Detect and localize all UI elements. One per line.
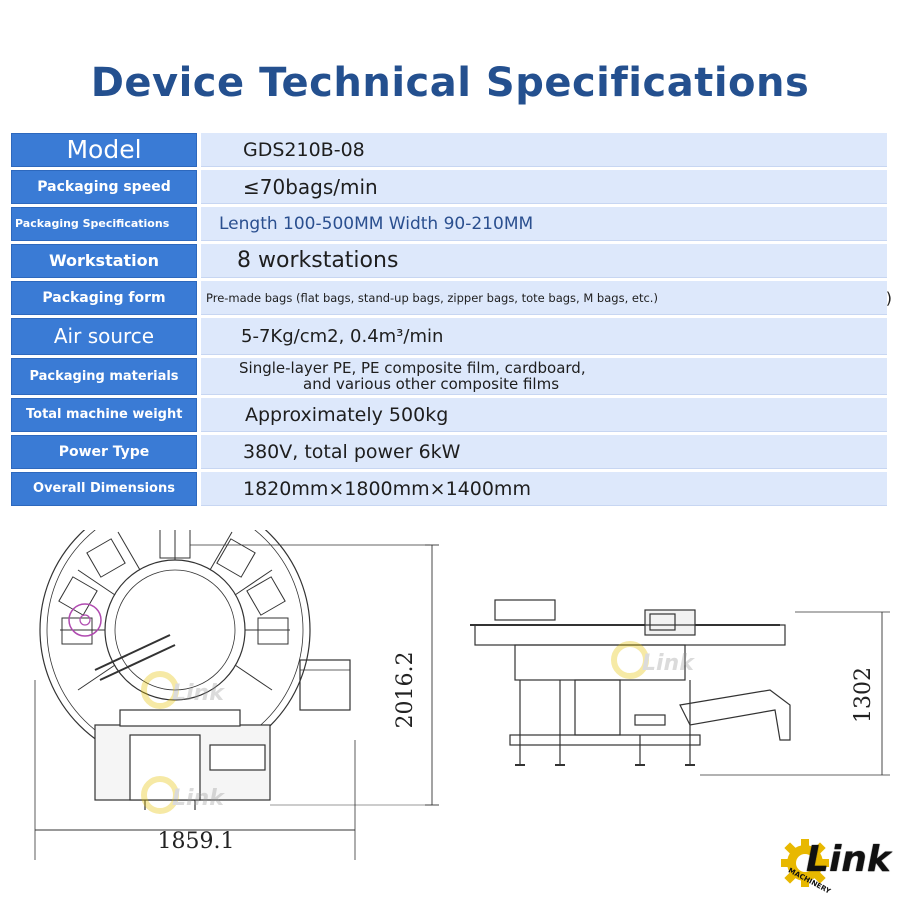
front-height-dimension: 2016.2 xyxy=(393,652,418,729)
spec-value-line: Single-layer PE, PE composite film, card… xyxy=(239,358,586,377)
spec-row-workstation: Workstation 8 workstations xyxy=(11,244,887,278)
spec-value: Length 100-500MM Width 90-210MM xyxy=(201,207,887,241)
spec-label: Packaging materials xyxy=(11,358,197,395)
spec-value: GDS210B-08 xyxy=(201,133,887,167)
spec-row-form: Packaging form Pre-made bags (flat bags,… xyxy=(11,281,892,315)
logo-text: Link xyxy=(806,839,891,880)
spec-value: 5-7Kg/cm2, 0.4m³/min xyxy=(201,318,887,355)
spec-row-speed: Packaging speed ≤70bags/min xyxy=(11,170,887,204)
spec-row-air: Air source 5-7Kg/cm2, 0.4m³/min xyxy=(11,318,887,355)
spec-value: ≤70bags/min xyxy=(201,170,887,204)
watermark: Link Link Link xyxy=(141,641,695,814)
spec-row-materials: Packaging materials Single-layer PE, PE … xyxy=(11,358,887,395)
spec-value-line: and various other composite films xyxy=(303,375,560,393)
spec-label: Total machine weight xyxy=(11,398,197,432)
technical-drawing: 2016.2 1859.1 1302 Link Link Link xyxy=(34,530,890,860)
spec-label: Overall Dimensions xyxy=(11,472,197,506)
spec-value: Pre-made bags (flat bags, stand-up bags,… xyxy=(201,281,892,315)
brand-logo: Link MACHINERY xyxy=(778,835,898,895)
spec-label: Packaging Specifications xyxy=(11,207,197,241)
spec-label: Power Type xyxy=(11,435,197,469)
spec-row-power: Power Type 380V, total power 6kW xyxy=(11,435,887,469)
spec-label: Air source xyxy=(11,318,197,355)
front-view-drawing xyxy=(34,530,439,860)
spec-value: 380V, total power 6kW xyxy=(201,435,887,469)
spec-row-model: Model GDS210B-08 xyxy=(11,133,887,167)
spec-value: Single-layer PE, PE composite film, card… xyxy=(201,358,887,395)
spec-row-specification: Packaging Specifications Length 100-500M… xyxy=(11,207,887,241)
gear-icon xyxy=(781,839,829,887)
front-width-dimension: 1859.1 xyxy=(158,829,235,854)
side-height-dimension: 1302 xyxy=(851,667,876,723)
spec-label: Model xyxy=(11,133,197,167)
watermark-text: Link xyxy=(642,651,695,676)
trailing-paren: ) xyxy=(885,288,892,307)
side-view-drawing xyxy=(470,599,890,776)
spec-table: Model GDS210B-08 Packaging speed ≤70bags… xyxy=(11,133,892,509)
spec-label: Packaging form xyxy=(11,281,197,315)
spec-value: 1820mm×1800mm×1400mm xyxy=(201,472,887,506)
page-title: Device Technical Specifications xyxy=(90,60,810,106)
spec-label: Workstation xyxy=(11,244,197,278)
spec-row-dimensions: Overall Dimensions 1820mm×1800mm×1400mm xyxy=(11,472,887,506)
spec-value: 8 workstations xyxy=(201,244,887,278)
spec-value: Approximately 500kg xyxy=(201,398,887,432)
watermark-text: Link xyxy=(172,786,225,811)
watermark-text: Link xyxy=(172,681,225,706)
spec-row-weight: Total machine weight Approximately 500kg xyxy=(11,398,887,432)
spec-label: Packaging speed xyxy=(11,170,197,204)
spec-value-text: Pre-made bags (flat bags, stand-up bags,… xyxy=(206,290,658,305)
